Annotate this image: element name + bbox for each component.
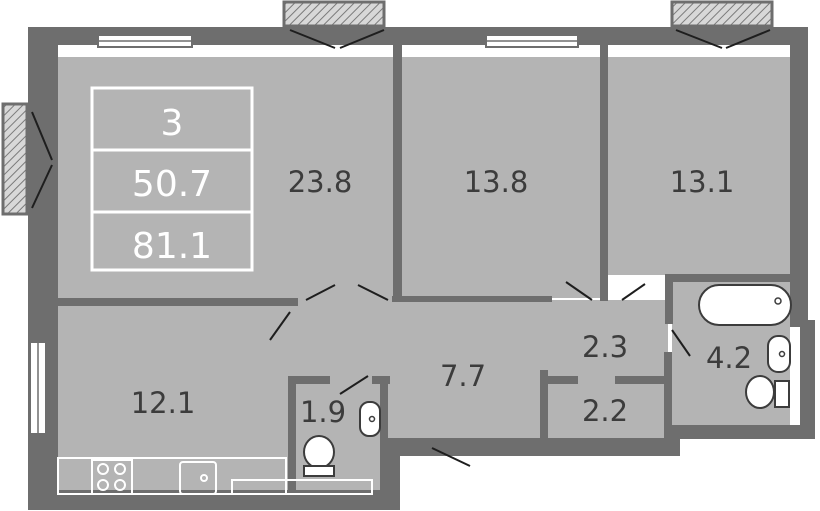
balconies (1, 0, 774, 216)
interior-walls (58, 45, 805, 490)
bathtub-icon (698, 284, 792, 326)
room-count: 3 (161, 103, 184, 144)
windows (29, 34, 579, 435)
stove-icon (91, 459, 133, 495)
hallway-area: 7.7 (440, 359, 486, 393)
toilet-icon (745, 375, 790, 409)
kitchen-area: 12.1 (131, 386, 196, 420)
total-area: 81.1 (132, 226, 212, 267)
storage-area: 2.2 (582, 394, 628, 428)
sink-icon (767, 335, 791, 373)
wc-sink-icon (359, 401, 381, 437)
door-swings (31, 29, 771, 467)
wc-toilet-icon (303, 435, 335, 477)
bedroom-right-area: 13.1 (670, 165, 735, 199)
kitchen-sink-icon (179, 461, 217, 495)
living-room-area: 23.8 (288, 165, 353, 199)
toilet-area: 1.9 (300, 395, 346, 429)
summary-box: 3 50.7 81.1 (90, 86, 254, 272)
corridor-area: 2.3 (582, 330, 628, 364)
living-area: 50.7 (132, 164, 212, 205)
bedroom-middle-area: 13.8 (464, 165, 529, 199)
kitchen-counter (57, 457, 373, 495)
room-labels: 23.8 13.8 13.1 12.1 7.7 2.3 2.2 4.2 1.9 (131, 165, 752, 429)
bathroom-area: 4.2 (706, 341, 752, 375)
